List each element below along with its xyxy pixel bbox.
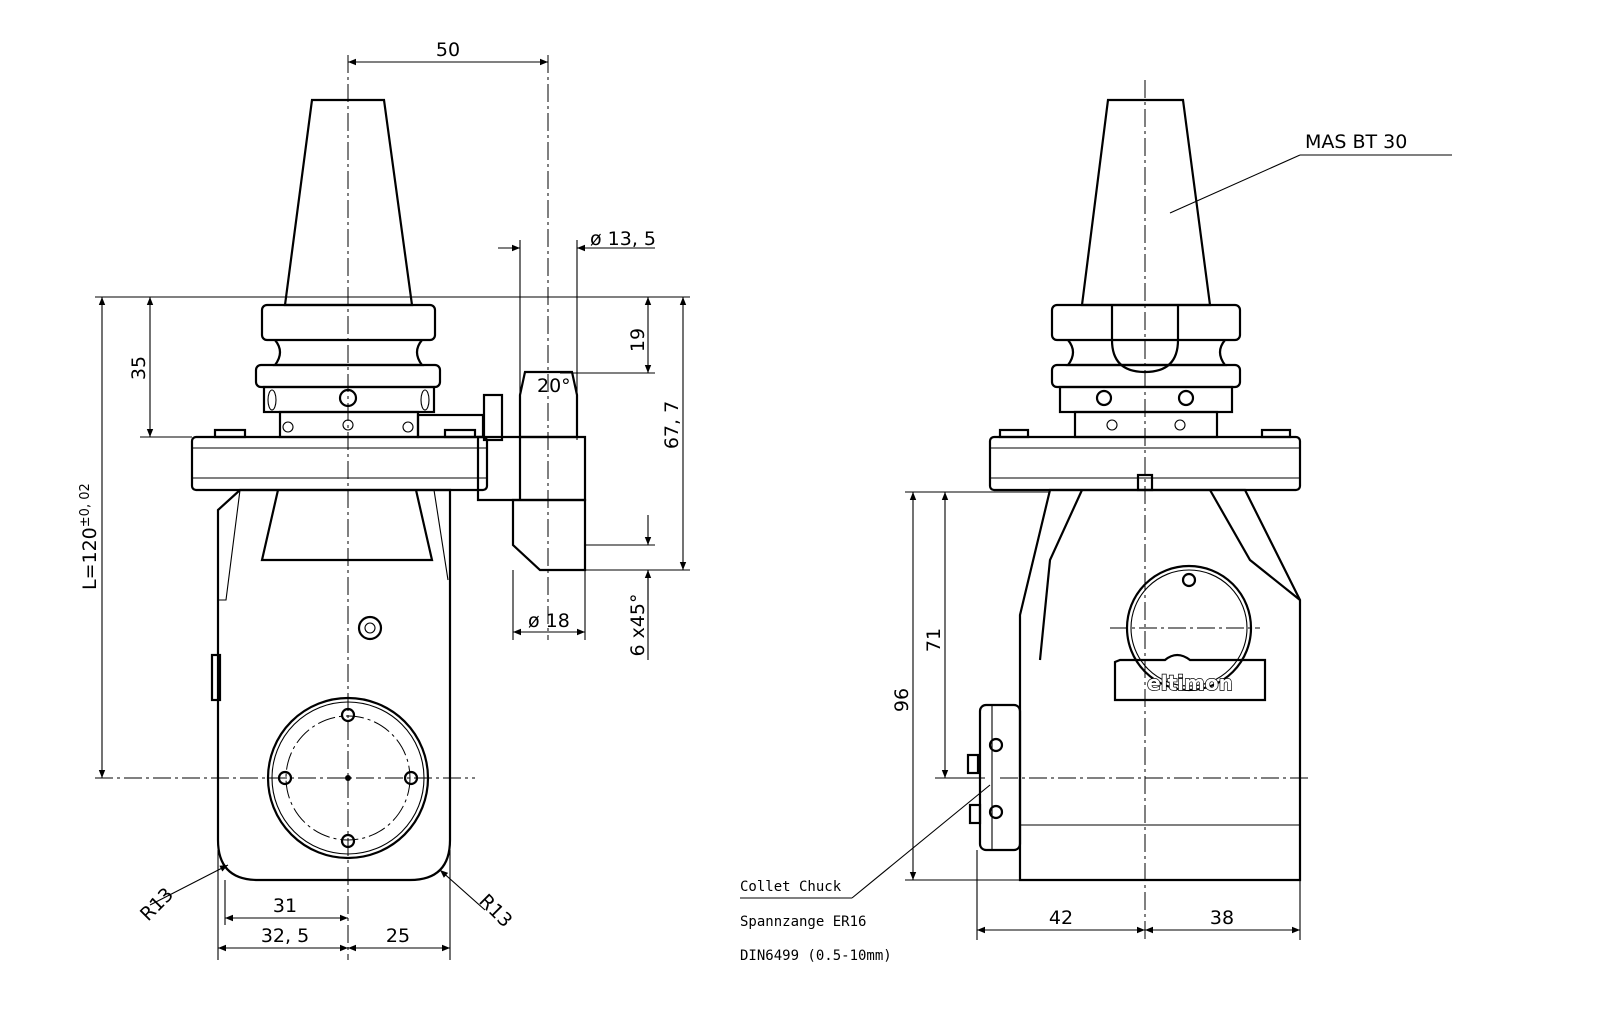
note-collet-chuck: Collet Chuck [740,879,842,895]
dim-42: 42 [1049,907,1073,929]
dim-71: 71 [923,628,945,652]
brand-plate [1113,653,1267,702]
spindle-flange [1050,303,1242,439]
right-view: eltimon MAS BT 30 96 71 42 38 [740,80,1452,964]
left-view: 50 ø 13, 5 20° 19 35 67, 7 6 x45° ø 18 [78,39,690,960]
dim-length: L=120±0, 02 [78,483,101,590]
angle-head-body [210,488,452,882]
note-din6499: DIN6499 (0.5-10mm) [740,948,892,964]
stop-block [476,370,587,572]
taper-label: MAS BT 30 [1305,131,1407,153]
mounting-plate [190,413,489,492]
dim-96: 96 [891,688,913,712]
dim-r13-right: R13 [474,890,516,932]
dim-dia-18: ø 18 [528,610,570,632]
dim-50: 50 [436,39,460,61]
right-dimensions: MAS BT 30 96 71 42 38 Collet Chuck Spann… [740,131,1452,964]
brand-logo: eltimon [1147,671,1233,695]
dim-38: 38 [1210,907,1234,929]
dim-35: 35 [128,356,150,380]
dim-r13-left: R13 [136,884,178,926]
left-dimensions: 50 ø 13, 5 20° 19 35 67, 7 6 x45° ø 18 [78,39,690,960]
dim-67-7: 67, 7 [661,401,683,449]
dim-dia-13-5: ø 13, 5 [590,228,656,250]
dim-angle-20: 20° [537,375,571,397]
dim-31: 31 [273,895,297,917]
dim-32-5: 32, 5 [261,925,309,947]
bt30-taper [1080,98,1212,307]
note-spannzange: Spannzange ER16 [740,914,866,930]
dim-25: 25 [386,925,410,947]
angle-head-body: eltimon [966,488,1302,882]
dim-19: 19 [627,328,649,352]
dim-chamfer: 6 x45° [627,593,649,656]
